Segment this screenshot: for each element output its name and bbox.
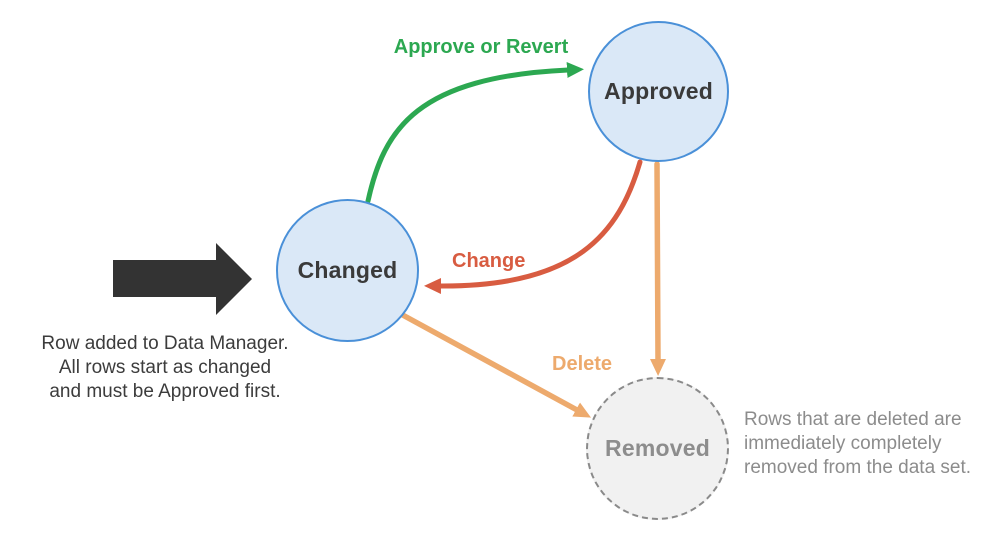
node-changed: Changed — [276, 199, 419, 342]
edge-label-approve-or-revert: Approve or Revert — [393, 36, 569, 58]
node-approved: Approved — [588, 21, 729, 162]
entry-arrow — [113, 243, 252, 315]
node-changed-label: Changed — [297, 257, 398, 283]
edge-delete-arrow — [396, 310, 592, 418]
edge-approved-to-removed-arrow — [649, 161, 666, 376]
node-removed-label: Removed — [605, 435, 710, 461]
edge-change-arrow — [424, 159, 643, 295]
removed-note: Rows that are deleted are immediately co… — [744, 409, 972, 478]
node-removed: Removed — [586, 377, 729, 520]
entry-note: Row added to Data Manager. All rows star… — [41, 333, 289, 402]
node-approved-label: Approved — [604, 78, 713, 104]
edge-label-change: Change — [452, 250, 526, 272]
edge-label-delete: Delete — [552, 353, 613, 375]
edge-approve-or-revert-arrow — [365, 62, 584, 204]
